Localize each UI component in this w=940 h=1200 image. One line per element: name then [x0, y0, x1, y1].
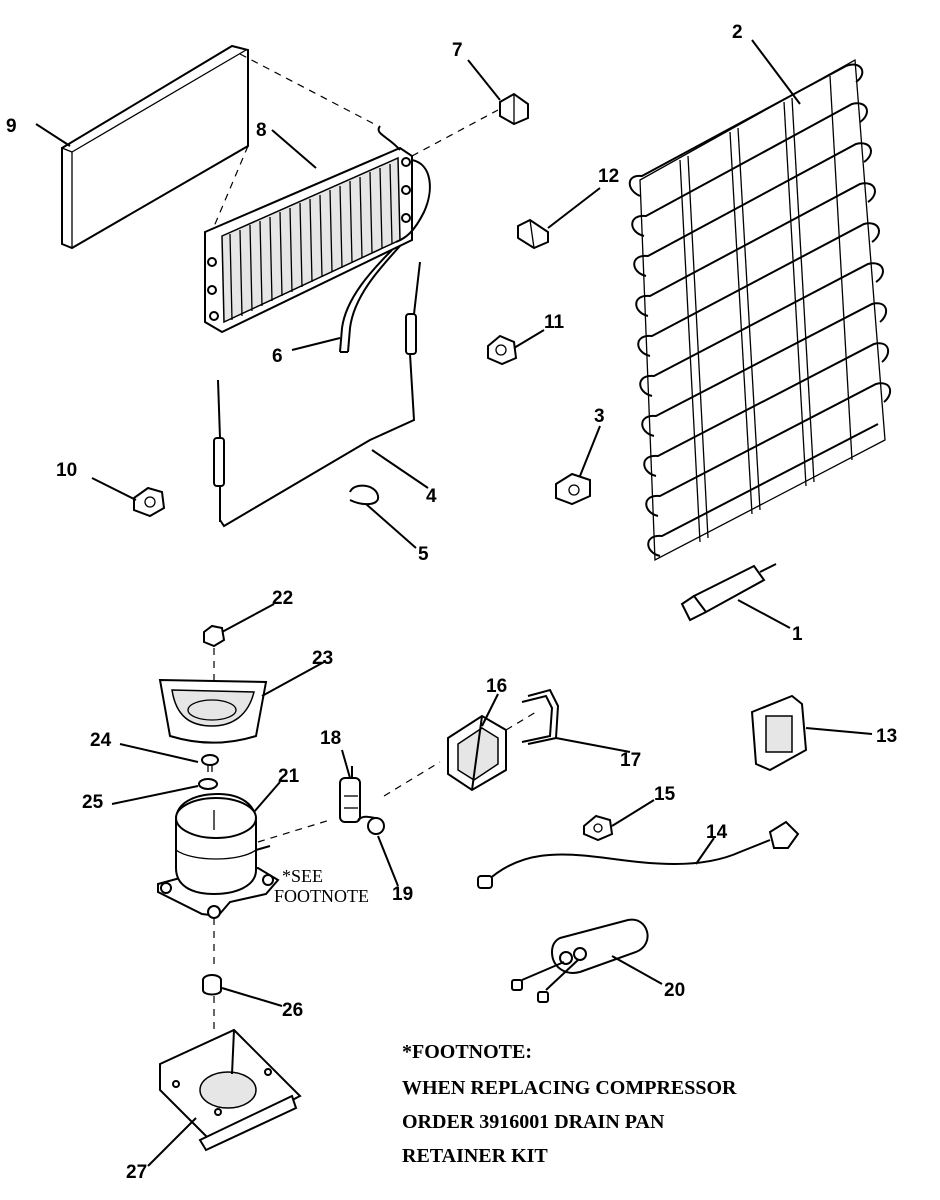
- label-part-24: 24: [90, 730, 112, 751]
- part-27-base-bracket[interactable]: [159, 1028, 302, 1152]
- part-5-clip[interactable]: [349, 484, 380, 506]
- see-footnote-line1: *SEE: [282, 866, 323, 886]
- label-part-2: 2: [732, 22, 743, 43]
- label-part-9: 9: [6, 116, 17, 137]
- leader-lines: [35, 39, 873, 1167]
- footnote: *FOOTNOTE: WHEN REPLACING COMPRESSOR ORD…: [402, 1041, 737, 1167]
- part-3-bracket[interactable]: [555, 472, 591, 506]
- part-2-evaporator[interactable]: [628, 58, 892, 562]
- label-part-22: 22: [272, 588, 293, 609]
- label-part-17: 17: [620, 750, 641, 771]
- part-23-drain-pan[interactable]: [158, 678, 268, 744]
- part-16-relay[interactable]: [447, 714, 507, 792]
- label-part-21: 21: [278, 766, 300, 787]
- part-labels: 9 8 7 2 12 11 3 6 10 4 5 1 22 23 16 17 1…: [6, 22, 897, 1183]
- label-part-27: 27: [126, 1162, 147, 1183]
- label-part-13: 13: [876, 726, 897, 747]
- part-21-compressor[interactable]: [157, 792, 331, 919]
- see-footnote-line2: FOOTNOTE: [274, 886, 369, 906]
- part-17-clip[interactable]: [521, 688, 560, 745]
- part-13-bracket[interactable]: [750, 694, 808, 772]
- part-22-nut[interactable]: [203, 624, 226, 648]
- label-part-23: 23: [312, 648, 333, 669]
- label-part-5: 5: [418, 544, 429, 565]
- label-part-7: 7: [452, 40, 463, 61]
- label-part-8: 8: [256, 120, 267, 141]
- label-part-11: 11: [544, 312, 565, 333]
- part-11-clip[interactable]: [487, 334, 518, 366]
- part-24-grommet[interactable]: [201, 754, 219, 772]
- footnote-title: *FOOTNOTE:: [402, 1041, 532, 1063]
- label-part-12: 12: [598, 166, 619, 187]
- label-part-15: 15: [654, 784, 676, 805]
- part-4-tube-assembly[interactable]: [213, 261, 421, 528]
- label-part-14: 14: [706, 822, 728, 843]
- label-part-4: 4: [426, 486, 437, 507]
- label-part-26: 26: [282, 1000, 303, 1021]
- footnote-line4: RETAINER KIT: [402, 1145, 548, 1167]
- label-part-6: 6: [272, 346, 283, 367]
- label-part-3: 3: [594, 406, 605, 427]
- part-15-clip[interactable]: [583, 814, 614, 842]
- label-part-16: 16: [486, 676, 507, 697]
- label-part-1: 1: [792, 624, 803, 645]
- part-12-clip[interactable]: [517, 218, 549, 250]
- part-8-condenser[interactable]: [204, 125, 431, 334]
- part-25-washer[interactable]: [198, 778, 218, 790]
- footnote-line2: WHEN REPLACING COMPRESSOR: [402, 1077, 737, 1099]
- part-10-clip[interactable]: [133, 486, 166, 518]
- part-6-tube[interactable]: [339, 245, 401, 353]
- see-footnote-note: *SEE FOOTNOTE: [274, 866, 369, 906]
- part-9-panel[interactable]: [61, 44, 249, 250]
- label-part-25: 25: [82, 792, 104, 813]
- label-part-19: 19: [392, 884, 413, 905]
- part-1-drier[interactable]: [680, 563, 777, 622]
- part-19-terminal[interactable]: [357, 815, 385, 835]
- label-part-20: 20: [664, 980, 685, 1001]
- label-part-18: 18: [320, 728, 341, 749]
- part-26-grommet[interactable]: [202, 974, 222, 996]
- part-14-power-cord[interactable]: [477, 820, 800, 889]
- label-part-10: 10: [56, 460, 77, 481]
- part-20-capacitor[interactable]: [511, 918, 649, 1003]
- part-7-clip[interactable]: [499, 92, 529, 126]
- footnote-line3: ORDER 3916001 DRAIN PAN: [402, 1111, 665, 1133]
